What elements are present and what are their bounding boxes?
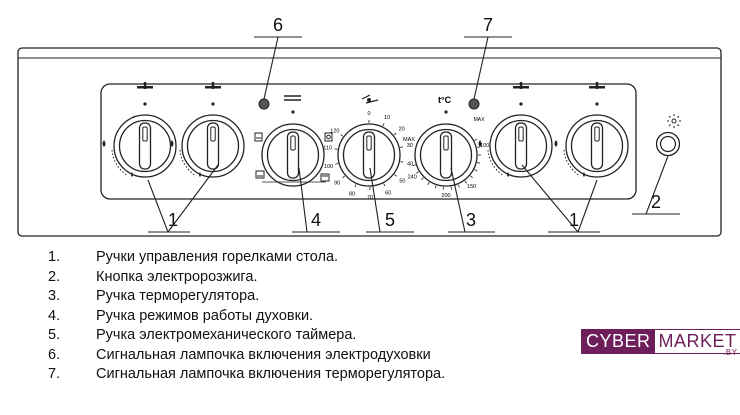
- indicator-dots: [143, 102, 599, 114]
- dial-tick: [340, 134, 344, 137]
- timer-scale-label: 80: [349, 191, 355, 197]
- timer-scale-label: 0: [367, 111, 370, 117]
- dial-tick: [477, 146, 481, 148]
- timer-scale-label: 30: [407, 143, 413, 149]
- logo-left: CYBER: [581, 329, 655, 354]
- logo-right: MARKET.BY: [654, 329, 740, 357]
- ignition-spark-icon: [667, 114, 681, 128]
- legend-item: 7.Сигнальная лампочка включения терморег…: [48, 366, 446, 382]
- timer-icon: [361, 94, 379, 104]
- timer-knob[interactable]: [337, 123, 401, 187]
- dial-tick: [342, 175, 345, 179]
- legend-list: 1.Ручки управления горелками стола. 2.Кн…: [48, 248, 445, 385]
- legend-item: 2.Кнопка электророзжига.: [48, 268, 258, 285]
- dial-tick: [393, 132, 397, 136]
- dial-tick: [464, 180, 467, 184]
- thermo-scale-label: 150: [467, 184, 476, 190]
- thermo-max-label: MAX: [474, 117, 486, 123]
- dial-tick: [434, 185, 437, 189]
- dial-tick: [427, 182, 430, 186]
- legend-item: 1.Ручки управления горелками стола.: [48, 249, 339, 265]
- dial-tick: [394, 174, 398, 177]
- dial-tick: [457, 184, 460, 188]
- timer-scale-label: 10: [384, 115, 390, 121]
- timer-scale-label: 40: [407, 162, 413, 168]
- timer-scale-label: 50: [399, 179, 405, 185]
- callout-2: 2: [651, 192, 661, 212]
- legend-item: 4.Ручка режимов работы духовки.: [48, 307, 314, 324]
- dial-tick: [415, 171, 419, 174]
- timer-scale-label: 120: [330, 129, 339, 135]
- dial-tick: [477, 162, 481, 164]
- oven-mode-icons: [254, 132, 333, 183]
- thermostat-knob[interactable]: [414, 123, 478, 187]
- callout-1-right: 1: [569, 210, 579, 230]
- dial-tick: [474, 169, 478, 172]
- callout-6: 6: [273, 15, 283, 35]
- dial-tick: [335, 163, 339, 165]
- signal-lamp-thermostat: [468, 98, 480, 110]
- timer-scale-label: 90: [334, 180, 340, 186]
- timer-scale-label: 60: [385, 190, 391, 196]
- callout-5: 5: [385, 210, 395, 230]
- dial-tick: [470, 175, 473, 179]
- thermostat-scale: 100 150 200 240 MAX: [408, 117, 490, 199]
- callout-leaders: [147, 36, 680, 233]
- dial-tick: [400, 161, 404, 163]
- thermometer-icon: t°C: [438, 95, 452, 105]
- dial-tick: [383, 183, 386, 187]
- signal-lamp-oven: [258, 98, 270, 110]
- burner-knob-3[interactable]: [489, 114, 553, 178]
- callout-4: 4: [311, 210, 321, 230]
- oven-mode-knob[interactable]: [261, 123, 325, 187]
- ignition-button[interactable]: [655, 131, 681, 157]
- legend-item: 5.Ручка электромеханического таймера.: [48, 327, 357, 343]
- callout-7: 7: [483, 15, 493, 35]
- flame-icon: [102, 140, 558, 147]
- timer-max-label: MAX: [403, 137, 415, 143]
- dial-tick: [450, 186, 452, 190]
- dial-tick: [382, 123, 385, 127]
- burner-knob-4[interactable]: [565, 114, 629, 178]
- dial-tick: [421, 177, 424, 180]
- cybermarket-logo: CYBER MARKET.BY: [581, 329, 740, 357]
- dial-tick: [412, 164, 416, 167]
- dial-tick: [400, 146, 404, 148]
- timer-scale-label: 100: [324, 164, 333, 170]
- logo-suffix: .BY: [723, 348, 738, 357]
- dial-tick: [334, 148, 338, 150]
- thermo-scale-label: 240: [408, 174, 417, 180]
- timer-scale-label: 70: [367, 195, 373, 201]
- callout-1-left: 1: [168, 210, 178, 230]
- burner-knob-1[interactable]: [113, 114, 177, 178]
- legend-item: 6.Сигнальная лампочка включения электрод…: [48, 346, 431, 363]
- thermo-scale-label: 200: [441, 193, 450, 199]
- timer-scale-label: 20: [399, 127, 405, 133]
- dial-tick: [354, 184, 357, 188]
- legend-item: 3.Ручка терморегулятора.: [48, 288, 260, 304]
- flame-icon-small: [131, 172, 585, 177]
- callout-3: 3: [466, 210, 476, 230]
- burner-knob-2[interactable]: [181, 114, 245, 178]
- dial-tick: [474, 138, 478, 141]
- oven-mode-icon: [284, 95, 301, 101]
- thermo-scale-label: 100: [480, 143, 489, 149]
- timer-scale-label: 110: [323, 146, 332, 152]
